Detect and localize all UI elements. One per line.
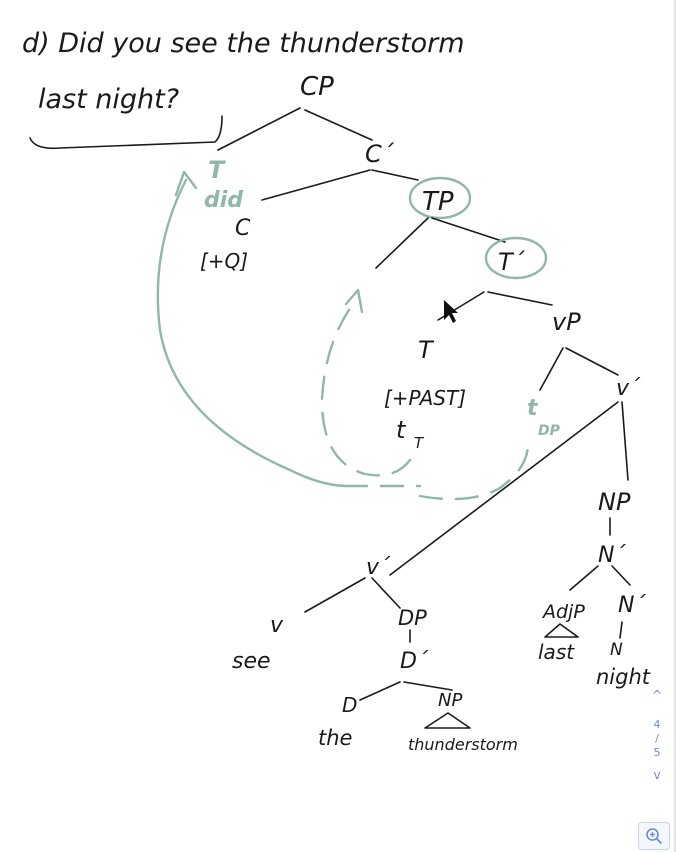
branch-dbar-d — [359, 681, 401, 701]
branch-cp-spec — [217, 107, 301, 151]
node-c: C — [235, 216, 251, 241]
node-d: D — [342, 693, 357, 717]
node-t: T — [418, 336, 435, 364]
node-past: [+PAST] — [384, 386, 466, 410]
branch-vbar-lowervbar — [389, 401, 619, 576]
node-n-bar-inner: N´ — [618, 593, 646, 618]
branch-vp-vbar — [565, 347, 619, 376]
node-thunderstorm: thunderstorm — [408, 735, 518, 754]
node-dp: DP — [398, 606, 427, 630]
node-c-bar: C´ — [365, 140, 395, 168]
page-navigator: ^ 4 / 5 v — [646, 688, 668, 782]
mouse-cursor-icon — [444, 300, 458, 323]
zoom-in-button[interactable] — [638, 822, 670, 850]
node-t-trace-sub: T — [414, 434, 425, 452]
node-v: v — [270, 613, 284, 638]
branch-cbar-c — [261, 169, 371, 201]
branch-vbar-np — [621, 401, 629, 481]
node-cp: CP — [300, 72, 334, 102]
node-vp: vP — [552, 308, 581, 336]
question-line-2: last night? — [38, 84, 179, 115]
branch-nbar-nbar — [611, 565, 631, 586]
node-t-trace: t — [396, 416, 407, 444]
node-adjp: AdjP — [541, 601, 585, 623]
branch-lowervbar-v — [304, 577, 366, 613]
triangle-np — [424, 712, 471, 729]
node-last: last — [538, 640, 575, 664]
node-see: see — [232, 649, 271, 674]
node-n: N — [610, 640, 623, 660]
node-t-moved: T — [208, 156, 226, 184]
node-tp: TP — [422, 187, 454, 217]
node-t-bar: T´ — [498, 248, 526, 276]
branch-tbar-vp — [487, 291, 553, 306]
page-separator: / — [655, 732, 659, 745]
page-up-button[interactable]: ^ — [651, 688, 663, 702]
node-v-bar-lower: v´ — [366, 555, 391, 580]
page-down-button[interactable]: v — [653, 768, 661, 782]
arrowhead-dp-to-spec — [344, 288, 364, 314]
branch-nbar-adjp — [569, 565, 599, 591]
branch-dbar-np — [403, 681, 453, 691]
branch-tp-tbar — [431, 217, 506, 243]
tbar-circle — [484, 236, 548, 280]
node-dp-trace: t — [527, 396, 539, 421]
branch-cp-cbar — [304, 109, 373, 141]
branch-vp-spec — [539, 347, 564, 391]
node-the: the — [318, 726, 352, 750]
question-line-1: d) Did you see the thunderstorm — [22, 28, 465, 59]
node-night: night — [596, 665, 651, 689]
branch-tp-spec — [375, 217, 429, 269]
node-c-feature: [+Q] — [200, 249, 248, 273]
node-np: NP — [598, 488, 631, 516]
node-v-bar-upper: v´ — [616, 376, 641, 401]
node-n-bar: N´ — [598, 543, 626, 568]
current-page: 4 — [653, 718, 661, 731]
node-np-inner: NP — [438, 690, 462, 711]
node-dp-trace-sub: DP — [538, 423, 561, 439]
movement-arrow-t-to-c — [156, 178, 347, 488]
branch-cbar-tp — [371, 169, 419, 181]
node-d-bar: D´ — [400, 649, 429, 674]
branch-lowervbar-dp — [371, 577, 401, 609]
branch-nbar-n — [619, 621, 623, 639]
underline-bracket — [29, 115, 223, 150]
total-pages: 5 — [653, 746, 661, 759]
movement-line-dp-trace — [418, 442, 530, 501]
triangle-adjp — [544, 623, 579, 638]
node-did: did — [204, 188, 243, 213]
arrowhead-t-to-c — [174, 170, 198, 197]
tp-circle — [408, 176, 472, 220]
page-edge-rule — [674, 0, 676, 852]
zoom-in-icon — [646, 828, 662, 844]
